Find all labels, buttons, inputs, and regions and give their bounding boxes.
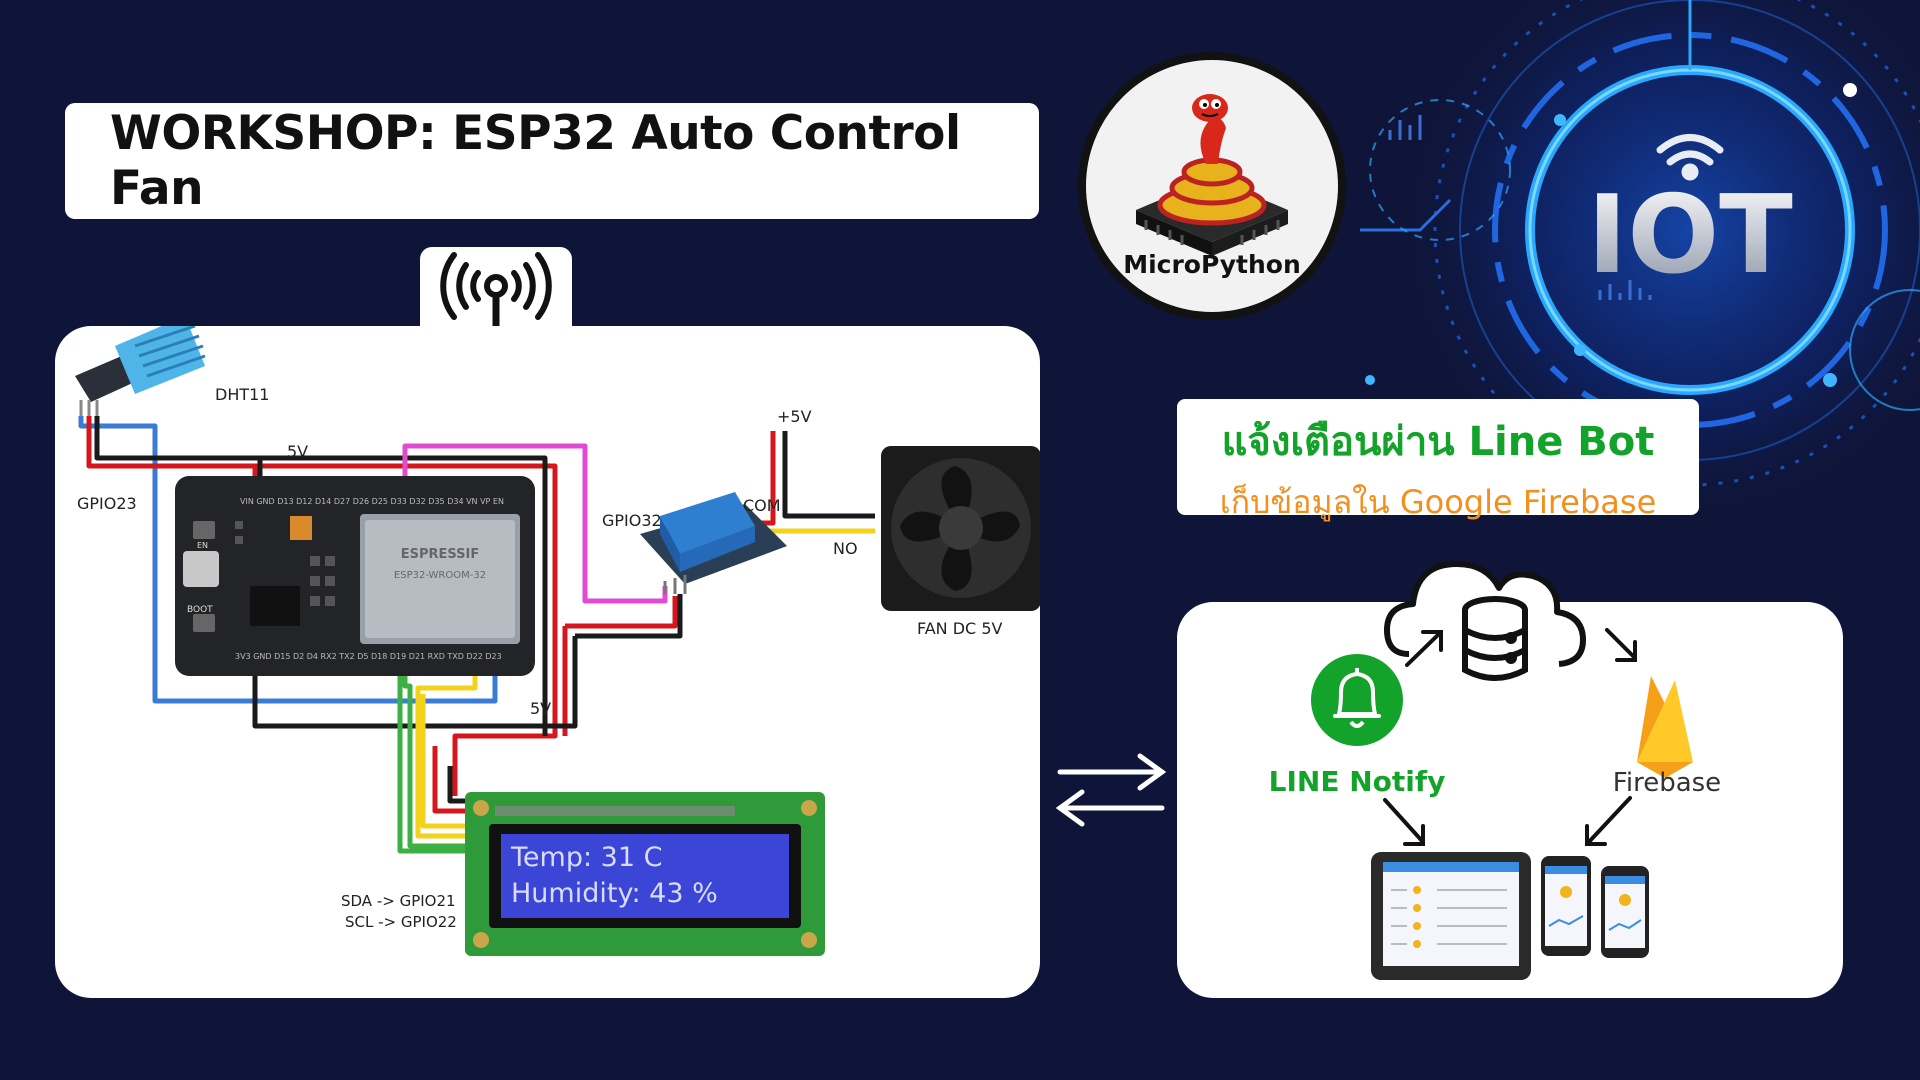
wire-gpio23 — [78, 416, 498, 704]
pins-top-label: VIN GND D13 D12 D14 D27 D26 D25 D33 D32 … — [240, 497, 504, 506]
cloud-database-icon — [1384, 561, 1586, 681]
dc-fan — [881, 446, 1040, 611]
wire-gpio32 — [402, 443, 668, 604]
wire-sda2 — [397, 671, 470, 854]
firebase-flame-icon — [1637, 676, 1693, 778]
notification-info-box: แจ้งเตือนผ่าน Line Bot เก็บข้อมูลใน Goog… — [1177, 399, 1699, 521]
line-notify-label: LINE Notify — [1269, 765, 1446, 798]
gpio23-label: GPIO23 — [77, 494, 137, 513]
gpio32-label: GPIO32 — [602, 511, 662, 530]
no-label: NO — [833, 539, 858, 558]
phone-device-icon — [1541, 856, 1591, 956]
page-title: WORKSHOP: ESP32 Auto Control Fan — [110, 106, 961, 216]
iot-text: IOT — [1587, 173, 1793, 298]
dht11-label: DHT11 — [215, 385, 269, 404]
lcd-module: Temp: 31 C Humidity: 43 % — [465, 792, 825, 956]
wire-gnd-top — [94, 416, 263, 486]
line-bot-headline: แจ้งเตือนผ่าน Line Bot — [1221, 419, 1655, 465]
lcd-line-1: Temp: 31 C — [510, 842, 662, 873]
wifi-icon — [1656, 134, 1724, 181]
micropython-badge: MicroPython — [1078, 52, 1346, 320]
boot-label: BOOT — [187, 605, 213, 615]
micropython-label: MicroPython — [1123, 250, 1301, 279]
pins-bottom-label: 3V3 GND D15 D2 D4 RX2 TX2 D5 D18 D19 D21… — [235, 652, 502, 661]
circuit-diagram-card: DHT11 5V GPIO23 VIN GND D13 D12 D14 D27 … — [55, 326, 1040, 998]
sda-label: SDA -> GPIO21 — [341, 892, 456, 910]
wire-plus5v-black — [782, 431, 875, 519]
lcd-line-2: Humidity: 43 % — [511, 878, 718, 909]
5v-top-label: 5V — [287, 442, 308, 461]
5v-bottom-label: 5V — [530, 699, 551, 718]
dht11-sensor — [75, 326, 206, 416]
com-label: COM — [743, 496, 781, 515]
tablet-device-icon — [1371, 852, 1531, 980]
esp32-board: VIN GND D13 D12 D14 D27 D26 D25 D33 D32 … — [175, 476, 535, 676]
scl-label: SCL -> GPIO22 — [345, 913, 457, 931]
firebase-label: Firebase — [1613, 768, 1721, 798]
circuit-diagram: DHT11 5V GPIO23 VIN GND D13 D12 D14 D27 … — [75, 326, 1040, 956]
cloud-services-diagram: LINE Notify Firebase — [1269, 561, 1721, 980]
phone-device-icon-2 — [1601, 866, 1649, 958]
board-brand: ESPRESSIF — [401, 547, 480, 562]
plus5v-label: +5V — [777, 407, 812, 426]
title-box: WORKSHOP: ESP32 Auto Control Fan — [65, 103, 1039, 219]
line-notify-bell-icon — [1311, 654, 1403, 746]
micropython-snake-logo — [1136, 94, 1288, 256]
wire-scl — [415, 671, 478, 839]
bidirectional-arrow-icon — [1055, 753, 1167, 827]
fan-label: FAN DC 5V — [917, 619, 1002, 638]
iot-logo: IOT — [1360, 0, 1920, 530]
relay-module — [640, 492, 787, 594]
board-model: ESP32-WROOM-32 — [394, 570, 486, 581]
wire-sda — [402, 671, 470, 849]
en-label: EN — [197, 541, 208, 550]
firebase-subline: เก็บข้อมูลใน Google Firebase — [1219, 483, 1657, 521]
